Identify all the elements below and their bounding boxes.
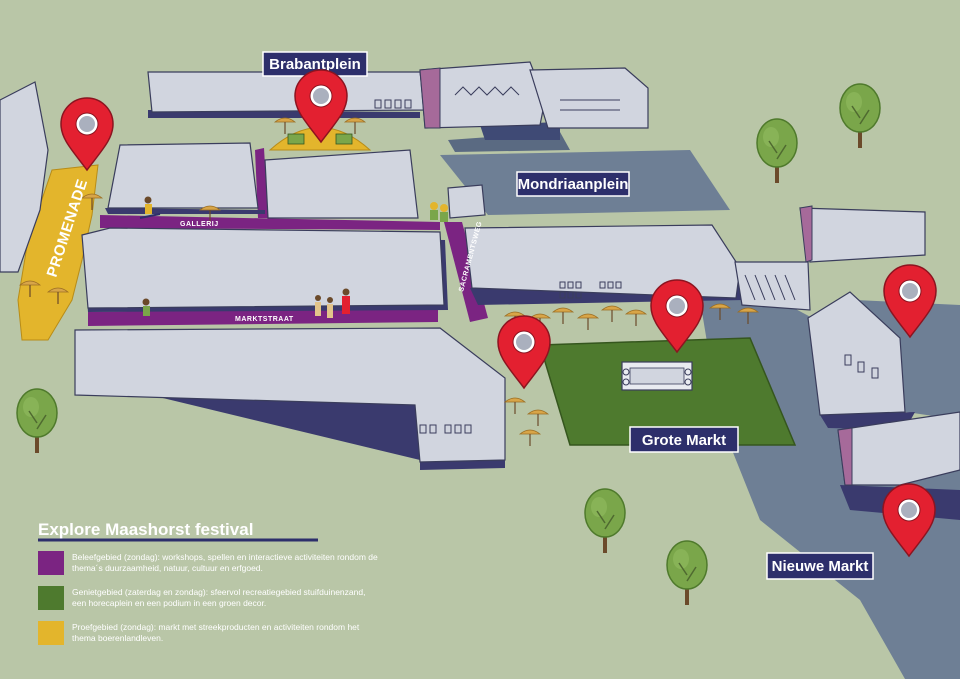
facade-accents bbox=[419, 67, 853, 486]
legend-title: Explore Maashorst festival bbox=[38, 520, 253, 539]
legend-item-line2: thema´s duurzaamheid, natuur, cultuur en… bbox=[72, 563, 263, 573]
street-label-gallerij: GALLERIJ bbox=[180, 221, 219, 228]
person-icon bbox=[315, 295, 321, 316]
legend-swatch-green bbox=[38, 586, 64, 610]
person-icon bbox=[430, 202, 438, 220]
person-icon bbox=[142, 298, 150, 316]
place-label-grote-markt: Grote Markt bbox=[629, 426, 739, 453]
stage-icon bbox=[621, 361, 693, 391]
legend-item-line2: een horecaplein en een podium in een gro… bbox=[72, 598, 266, 608]
market-stalls bbox=[287, 133, 353, 145]
legend: Explore Maashorst festival Beleefgebied … bbox=[38, 520, 378, 645]
place-label-text: Grote Markt bbox=[642, 432, 726, 449]
place-label-text: Mondriaanplein bbox=[518, 176, 629, 193]
people bbox=[139, 196, 448, 318]
legend-item-line1: Beleefgebied (zondag): workshops, spelle… bbox=[72, 552, 378, 562]
place-label-text: Brabantplein bbox=[269, 56, 361, 73]
legend-item-line2: thema boerenlandleven. bbox=[72, 633, 163, 643]
person-icon bbox=[139, 196, 161, 219]
street-label-marktstraat: MARKTSTRAAT bbox=[235, 316, 294, 323]
legend-swatch-purple bbox=[38, 551, 64, 575]
legend-item-proefgebied: Proefgebied (zondag): markt met streekpr… bbox=[38, 621, 360, 645]
place-label-nieuwe-markt: Nieuwe Markt bbox=[766, 552, 874, 580]
legend-item-line1: Proefgebied (zondag): markt met streekpr… bbox=[72, 622, 360, 632]
place-label-text: Nieuwe Markt bbox=[772, 558, 869, 575]
place-label-mondriaanplein: Mondriaanplein bbox=[516, 171, 630, 197]
person-icon bbox=[342, 288, 350, 314]
legend-swatch-yellow bbox=[38, 621, 64, 645]
place-label-brabantplein: Brabantplein bbox=[262, 51, 368, 77]
legend-item-genietgebied: Genietgebied (zaterdag en zondag): sfeer… bbox=[38, 586, 365, 610]
person-icon bbox=[327, 297, 333, 318]
legend-item-line1: Genietgebied (zaterdag en zondag): sfeer… bbox=[72, 587, 365, 597]
person-icon bbox=[440, 204, 448, 222]
buildings bbox=[0, 61, 960, 486]
legend-item-beleefgebied: Beleefgebied (zondag): workshops, spelle… bbox=[38, 551, 378, 575]
building-windows bbox=[374, 86, 879, 434]
